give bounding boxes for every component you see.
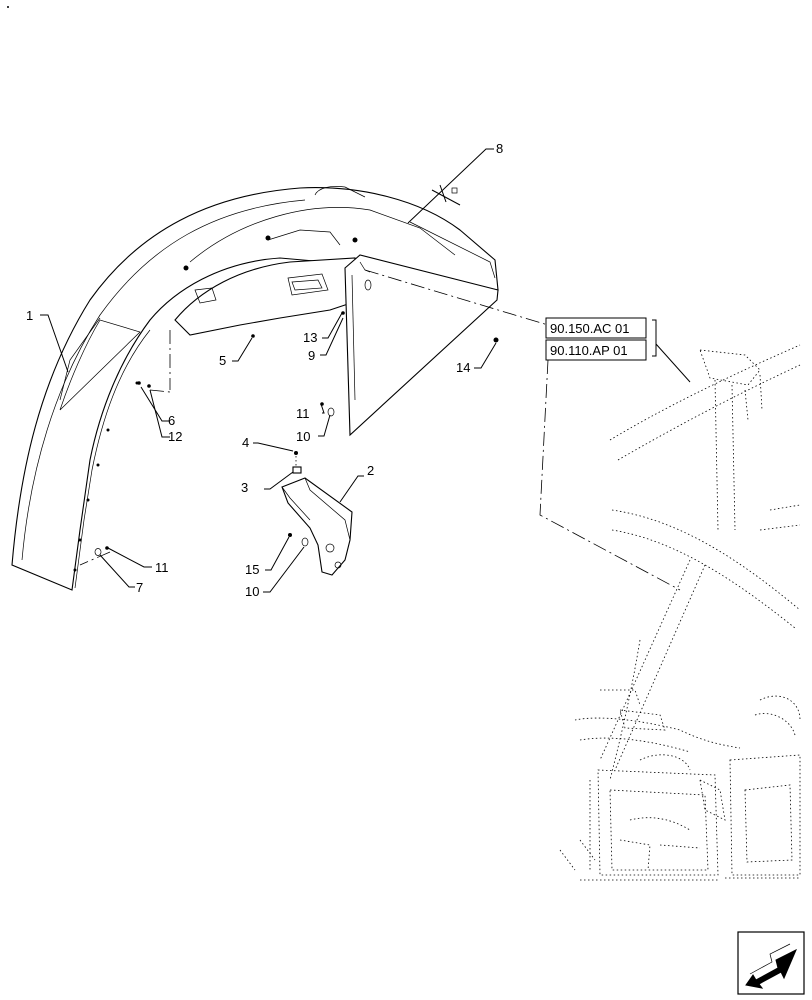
callout-10-upper: 10 (296, 429, 310, 444)
callout-10-lower: 10 (245, 584, 259, 599)
callout-8: 8 (496, 141, 503, 156)
callout-4: 4 (242, 435, 249, 450)
callout-13: 13 (303, 330, 317, 345)
reference-label-1: 90.150.AC 01 (550, 321, 630, 336)
fender-assembly (11, 186, 499, 591)
bracket-part (281, 451, 353, 576)
reference-box-1[interactable]: 90.150.AC 01 (545, 317, 647, 339)
callout-3: 3 (241, 480, 248, 495)
loose-hardware (94, 187, 499, 556)
leader-lines (40, 148, 691, 593)
callout-labels: 1 2 3 4 5 6 7 8 9 10 10 11 11 12 13 14 1… (26, 141, 503, 599)
cab-frame-outline (559, 344, 801, 881)
callout-5: 5 (219, 353, 226, 368)
callout-7: 7 (136, 580, 143, 595)
callout-14: 14 (456, 360, 470, 375)
callout-11-lower: 11 (155, 560, 169, 575)
corner-dot (7, 6, 9, 8)
fender-to-frame-connector (364, 269, 681, 591)
reference-label-2: 90.110.AP 01 (550, 343, 628, 358)
callout-2: 2 (367, 463, 374, 478)
callout-9: 9 (308, 348, 315, 363)
callout-1: 1 (26, 308, 33, 323)
fender-bolt-holes (73, 235, 358, 572)
callout-6: 6 (168, 413, 175, 428)
callout-11-upper: 11 (296, 406, 310, 421)
next-page-arrow-icon[interactable] (737, 931, 805, 995)
callout-15: 15 (245, 562, 259, 577)
reference-box-2[interactable]: 90.110.AP 01 (545, 339, 647, 361)
callout-12: 12 (168, 429, 182, 444)
